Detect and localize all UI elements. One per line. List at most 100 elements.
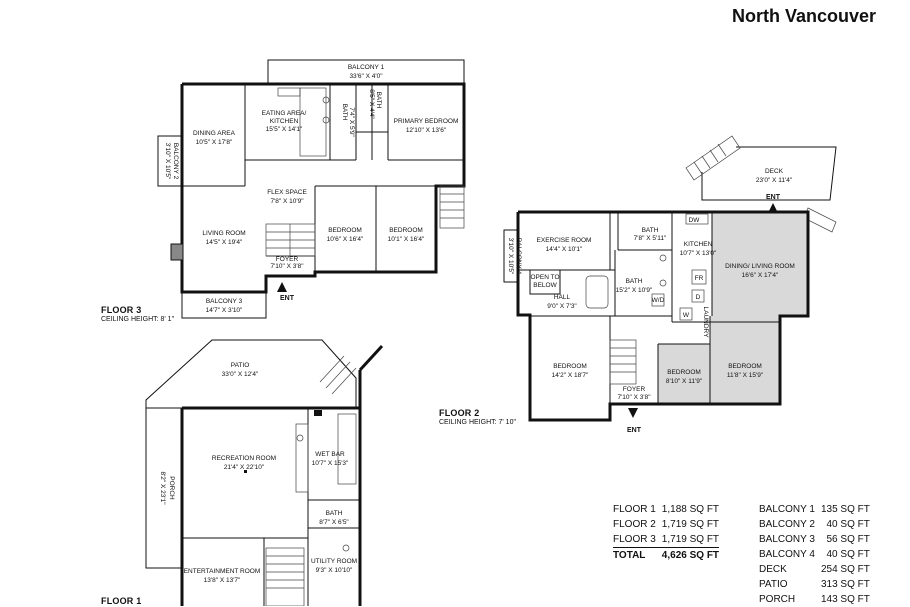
room-dims: 14'7" X 3'10" [206,307,243,314]
room-dims: 16'6" X 17'4" [742,272,779,279]
fixture-label: FR [695,275,704,282]
floor-2-label: FLOOR 2 [439,408,480,418]
room-dims: 23'0" X 11'4" [756,177,793,184]
room-name: PATIO [231,362,250,369]
fixture-label: D [696,294,701,301]
room-name: BALCONY 1 [348,64,385,71]
balcony-4-outline [503,229,519,283]
room-name: DECK [765,168,784,175]
room-dims: 21'4" X 22'10" [224,464,265,471]
room-name: FLEX SPACE [267,189,307,196]
balcony-2-outline [157,135,183,187]
room-name: UTILITY ROOM [311,558,357,565]
fixture-label: W/D [652,297,665,304]
floor-1-label: FLOOR 1 [101,596,142,606]
floor-3-plan: BALCONY 1 33'6" X 4'0" EATING AREA/ KITC… [157,59,466,319]
room-name: FOYER [623,386,646,393]
room-dims: 14'4" X 10'1" [546,246,583,253]
room-dims: 9'0" X 7'3" [547,303,577,310]
room-dims: 11'8" X 15'9" [727,372,764,379]
room-dims: 10'1" X 16'4" [388,236,425,243]
room-dims: 8'5" X 4'4" [368,89,375,119]
room-dims: 7'10" X 3'8" [270,263,304,270]
room-name: PORCH [168,476,175,500]
floor-1-outline [182,406,362,606]
room-dims: 3'10" X 10'5" [507,238,514,275]
room-name: WET BAR [315,451,345,458]
room-dims: 7'4" X 5'9" [348,107,355,137]
room-dims: 8'7" X 6'5" [319,519,349,526]
floor-2-ceiling: CEILING HEIGHT: 7' 10" [439,419,516,426]
room-dims: 14'5" X 19'4" [206,239,243,246]
room-dims: 7'10" X 3'8" [617,394,651,401]
svg-text:EATING AREA/: EATING AREA/ [262,110,307,117]
entry-arrow-icon [277,282,287,292]
room-dims: 33'0" X 12'4" [222,371,259,378]
floor-3-ceiling: CEILING HEIGHT: 8' 1" [101,316,175,323]
room-name: ENTERTAINMENT ROOM [184,568,261,575]
floor-3-outline [180,82,466,294]
room-name: BEDROOM [389,227,423,234]
room-name: BATH [626,278,643,285]
dining-living-shade [712,212,808,316]
room-dims: 10'7" X 15'3" [312,460,349,467]
room-dims: 9'3" X 10'10" [316,567,353,574]
room-name: BEDROOM [667,369,701,376]
room-dims: 15'2" X 10'9" [616,287,653,294]
room-dims: 7'8" X 5'11" [634,235,667,242]
entry-label: ENT [766,194,781,201]
entry-label: ENT [627,427,642,434]
room-name: BALCONY 2 [172,143,179,180]
fixture-label: LAUNDRY [702,307,709,339]
floor-3-label: FLOOR 3 [101,305,142,315]
room-dims: 15'5" X 14'1" [266,126,303,133]
room-dims: 10'7" X 13'0" [680,250,717,257]
svg-text:BELOW: BELOW [533,282,557,289]
page-title: North Vancouver [731,6,876,26]
room-name: BEDROOM [728,363,762,370]
room-name: BEDROOM [328,227,362,234]
entry-arrow-icon [628,408,638,418]
balcony-3-outline [181,291,267,319]
room-name: BATH [642,227,659,234]
deck-outline [701,146,837,201]
room-name: BALCONY 4 [515,238,522,275]
fixture-label: W [683,312,690,319]
entry-arrow-icon [768,203,778,213]
room-name: RECREATION ROOM [212,455,276,462]
svg-text:KITCHEN: KITCHEN [270,118,299,125]
room-dims: 3'10" X 10'5" [164,143,171,180]
room-name: EXERCISE ROOM [537,237,592,244]
room-name: BALCONY 3 [206,298,243,305]
room-name: BEDROOM [553,363,587,370]
floor-2-plan: DECK 23'0" X 11'4" ENT BALCONY 4 3'10" X… [503,135,837,434]
room-dims: 10'6" X 16'4" [327,236,364,243]
room-dims: 8'10" X 11'9" [666,378,703,385]
entry-label: ENT [280,295,295,302]
room-dims: 10'5" X 17'8" [196,139,233,146]
room-name: PRIMARY BEDROOM [394,118,459,125]
room-name: BATH [341,104,348,121]
room-dims: 13'8" X 13'7" [204,577,241,584]
room-name: DINING/ LIVING ROOM [725,263,795,270]
room-dims: 33'6" X 4'0" [349,73,383,80]
room-dims: 8'2" X 23'1" [159,471,166,505]
room-dims: 12'10" X 13'6" [406,127,447,134]
room-name: BATH [375,92,382,109]
room-dims: 7'8" X 10'9" [270,198,304,205]
room-dims: 14'2" X 18'7" [552,372,589,379]
